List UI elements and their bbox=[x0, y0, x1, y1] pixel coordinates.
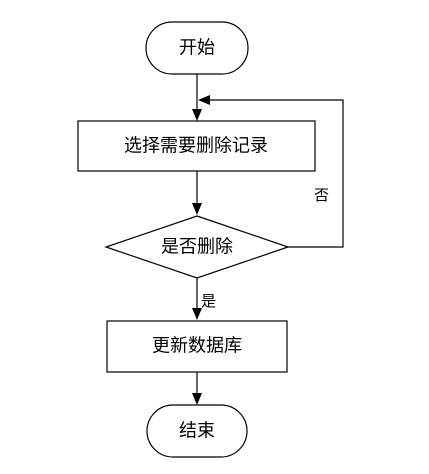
node-update: 更新数据库 bbox=[106, 320, 288, 373]
edge-update-to-end bbox=[192, 372, 202, 405]
terminator-shape bbox=[146, 404, 248, 458]
node-select: 选择需要删除记录 bbox=[77, 120, 316, 172]
process-shape bbox=[77, 120, 316, 172]
edge-select-to-decide bbox=[192, 171, 202, 215]
node-start-label: 开始 bbox=[179, 38, 215, 59]
node-start: 开始 bbox=[145, 21, 249, 75]
edge-decide-yes: 是 bbox=[192, 278, 216, 320]
node-end: 结束 bbox=[146, 404, 248, 458]
node-select-label: 选择需要删除记录 bbox=[124, 136, 268, 157]
terminator-shape bbox=[145, 21, 249, 75]
edge-start-to-select bbox=[192, 74, 202, 121]
edge-label-no: 否 bbox=[314, 186, 329, 204]
process-shape bbox=[106, 320, 288, 373]
node-decide-label: 是否删除 bbox=[161, 237, 233, 258]
edge-decide-no-loop: 否 bbox=[198, 95, 344, 248]
edge-label-yes: 是 bbox=[201, 292, 216, 310]
decision-shape bbox=[104, 215, 290, 279]
node-decide: 是否删除 bbox=[104, 215, 290, 279]
node-update-label: 更新数据库 bbox=[152, 336, 242, 357]
node-end-label: 结束 bbox=[179, 421, 215, 442]
